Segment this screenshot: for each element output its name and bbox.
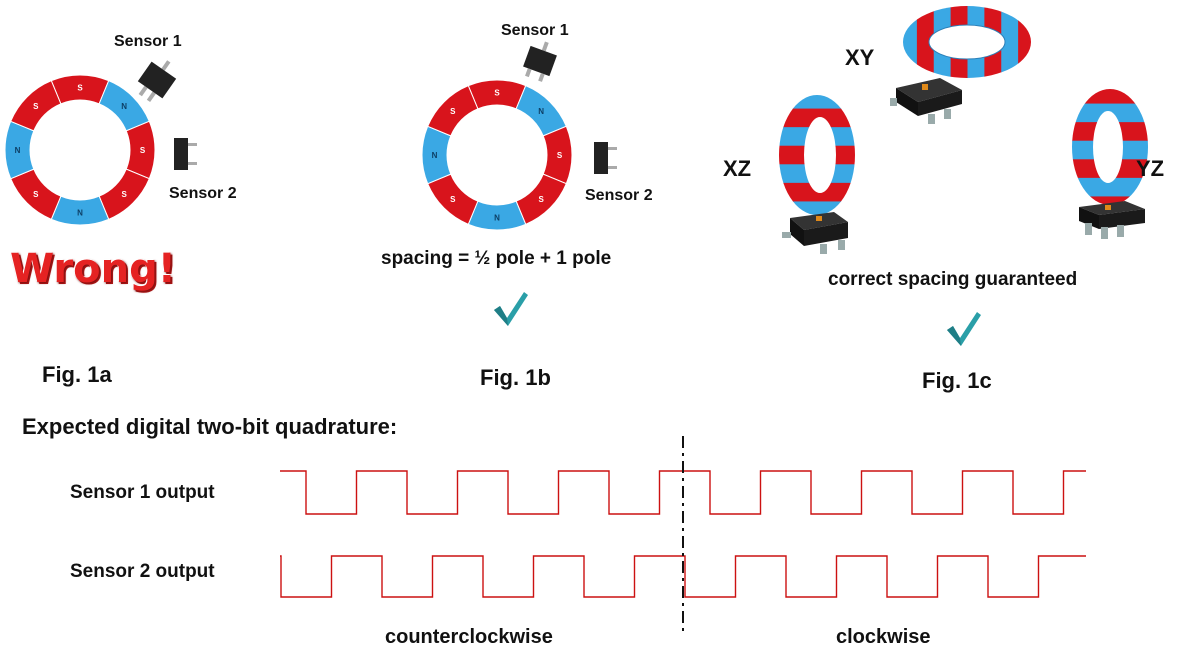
pole-letter: S xyxy=(450,195,456,204)
fig1a-sensor2-label: Sensor 2 xyxy=(169,185,237,202)
south-pole-segment xyxy=(1072,196,1148,205)
pole-letter: N xyxy=(77,209,83,218)
pole-letter: S xyxy=(33,102,39,111)
fig1c-caption: Fig. 1c xyxy=(922,368,992,393)
fig1b-caption: Fig. 1b xyxy=(480,365,551,390)
pole-letter: S xyxy=(557,151,563,160)
north-pole-segment xyxy=(1001,6,1019,78)
fig1a-caption: Fig. 1a xyxy=(42,362,112,387)
south-pole-segment xyxy=(1018,6,1031,78)
pole-letter: N xyxy=(432,151,438,160)
wrong-verdict: Wrong! xyxy=(10,246,176,292)
pole-letter: N xyxy=(121,102,127,111)
fig1c-yz-torus xyxy=(1072,89,1148,205)
fig1a-sensor2-chip xyxy=(174,138,197,170)
south-pole-segment xyxy=(10,80,62,132)
fig1b-sensor1-chip xyxy=(523,41,557,82)
fig1a-ring-magnet: S N S S N S N S xyxy=(4,74,156,226)
north-pole-segment xyxy=(1072,177,1148,197)
fig1a-sensor1-chip xyxy=(137,60,177,103)
fig1b-check-icon xyxy=(494,292,528,326)
pole-letter: S xyxy=(494,89,500,98)
pole-letter: S xyxy=(140,146,146,155)
sensor1-output-label: Sensor 1 output xyxy=(70,482,215,503)
xz-label: XZ xyxy=(723,156,752,181)
south-pole-segment xyxy=(779,182,855,202)
fig1c-check-icon xyxy=(947,312,981,346)
fig1c-xz-sensor-chip xyxy=(782,212,848,254)
fig1c-xy-sensor-chip xyxy=(890,78,962,124)
fig1c-xy-torus xyxy=(903,6,1031,78)
correct-spacing-note: correct spacing guaranteed xyxy=(828,269,1078,290)
pole-letter: N xyxy=(538,107,544,116)
pole-letter: S xyxy=(122,190,128,199)
clockwise-label: clockwise xyxy=(836,626,931,648)
spacing-formula: spacing = ½ pole + 1 pole xyxy=(381,248,612,269)
quadrature-heading: Expected digital two-bit quadrature: xyxy=(22,414,398,439)
fig1c-yz-sensor-chip xyxy=(1079,201,1145,239)
north-pole-segment xyxy=(779,95,855,110)
pole-letter: N xyxy=(15,146,21,155)
sensor2-output-waveform xyxy=(280,555,1086,598)
fig1b-sensor2-chip xyxy=(594,142,617,174)
sensor1-output-waveform xyxy=(280,470,1086,515)
south-pole-segment xyxy=(1072,89,1148,105)
fig1b-ring-magnet: S N S S N S N S xyxy=(421,79,573,231)
pole-letter: S xyxy=(77,84,83,93)
xy-label: XY xyxy=(845,45,875,70)
pole-letter: S xyxy=(33,190,39,199)
fig1a-sensor1-label: Sensor 1 xyxy=(114,33,182,50)
fig1c-xz-torus xyxy=(779,95,855,215)
sensor2-output-label: Sensor 2 output xyxy=(70,561,215,582)
quadrature-waveforms xyxy=(280,436,1086,632)
fig1b-sensor1-label: Sensor 1 xyxy=(501,22,569,39)
south-pole-segment xyxy=(916,6,935,78)
pole-letter: N xyxy=(494,214,500,223)
pole-letter: S xyxy=(539,195,545,204)
counterclockwise-label: counterclockwise xyxy=(385,626,553,648)
fig1b-sensor2-label: Sensor 2 xyxy=(585,187,653,204)
south-pole-segment xyxy=(427,85,479,137)
yz-label: YZ xyxy=(1136,156,1165,181)
pole-letter: S xyxy=(450,107,456,116)
